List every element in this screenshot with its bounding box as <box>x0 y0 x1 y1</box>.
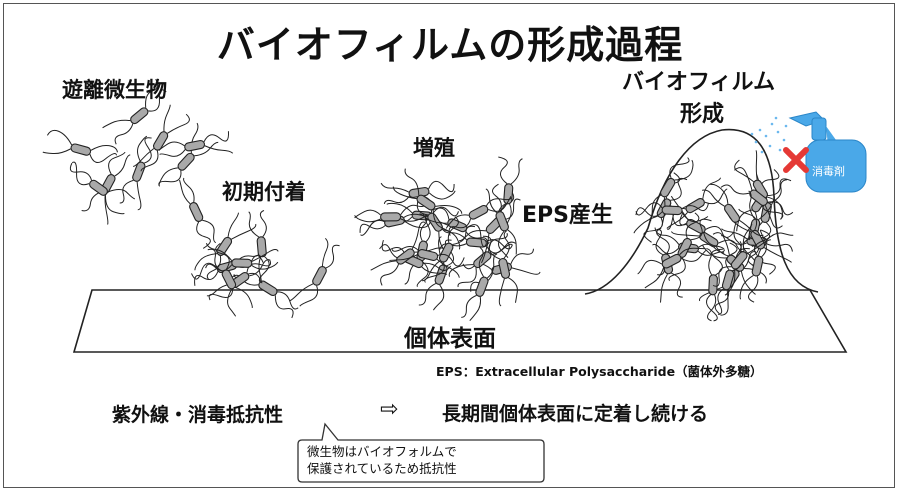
bacterium-icon <box>706 247 723 322</box>
bacterium-icon <box>289 237 340 307</box>
spray-bottle-icon <box>788 111 867 193</box>
eps-footnote: EPS：Extracellular Polysaccharide（菌体外多糖） <box>436 364 763 379</box>
bacterium-icon <box>739 229 771 303</box>
bacterium-icon <box>649 157 694 227</box>
bacterium-icon <box>102 78 167 145</box>
bacteria-layer <box>42 78 794 322</box>
stage-label-eps: EPS産生 <box>522 203 613 228</box>
callout-text: 微生物はバイオフォルムで 保護されているため抵抗性 <box>307 443 539 477</box>
stage-label-free: 遊離微生物 <box>62 78 167 102</box>
callout-box <box>297 422 545 483</box>
bacterium-icon <box>657 212 712 281</box>
bacterium-icon <box>248 210 270 284</box>
bacterium-icon <box>158 122 219 187</box>
stage-label-attach: 初期付着 <box>222 180 306 204</box>
bacterium-icon <box>207 242 253 317</box>
bacterium-icon <box>392 168 463 233</box>
spray-mist <box>750 116 788 154</box>
stage-label-proliferation: 増殖 <box>413 136 455 160</box>
bacterium-icon <box>389 245 465 278</box>
stage-label-biofilm-line2: 形成 <box>680 102 725 127</box>
bacterium-icon <box>158 131 234 157</box>
bacterium-icon <box>205 243 279 272</box>
bacterium-icon <box>370 221 445 286</box>
bacterium-icon <box>119 135 152 211</box>
red-x-icon <box>783 147 809 173</box>
bacterium-icon <box>421 216 476 283</box>
surface-label: 個体表面 <box>404 326 496 352</box>
bacterium-icon <box>42 129 118 164</box>
bacterium-icon <box>461 247 498 321</box>
callout-line-2: 保護されているため抵抗性 <box>307 461 457 476</box>
bacterium-icon <box>445 196 512 236</box>
resistance-text: 紫外線・消毒抵抗性 <box>112 404 284 426</box>
persistence-text: 長期間個体表面に定着し続ける <box>442 403 709 425</box>
solid-surface <box>72 289 848 353</box>
page-title: バイオフィルムの形成過程 <box>216 23 684 67</box>
bacterium-icon <box>179 177 217 249</box>
bacterium-icon <box>720 167 794 229</box>
bacterium-icon <box>712 224 771 296</box>
bacterium-icon <box>666 177 728 230</box>
bacterium-icon <box>637 247 707 289</box>
bacterium-icon <box>701 183 764 252</box>
bacterium-icon <box>133 104 190 172</box>
bacterium-icon <box>482 230 518 307</box>
arrow-icon: ⇨ <box>380 397 399 422</box>
stage-label-biofilm-line1: バイオフィルム <box>622 70 776 95</box>
bacterium-icon <box>485 183 517 258</box>
bacterium-icon <box>635 202 709 223</box>
bacterium-icon <box>69 161 136 215</box>
disinfectant-label: 消毒剤 <box>812 165 845 178</box>
biofilm-dome <box>584 128 819 295</box>
callout-line-1: 微生物はバイオフォルムで <box>307 444 457 459</box>
